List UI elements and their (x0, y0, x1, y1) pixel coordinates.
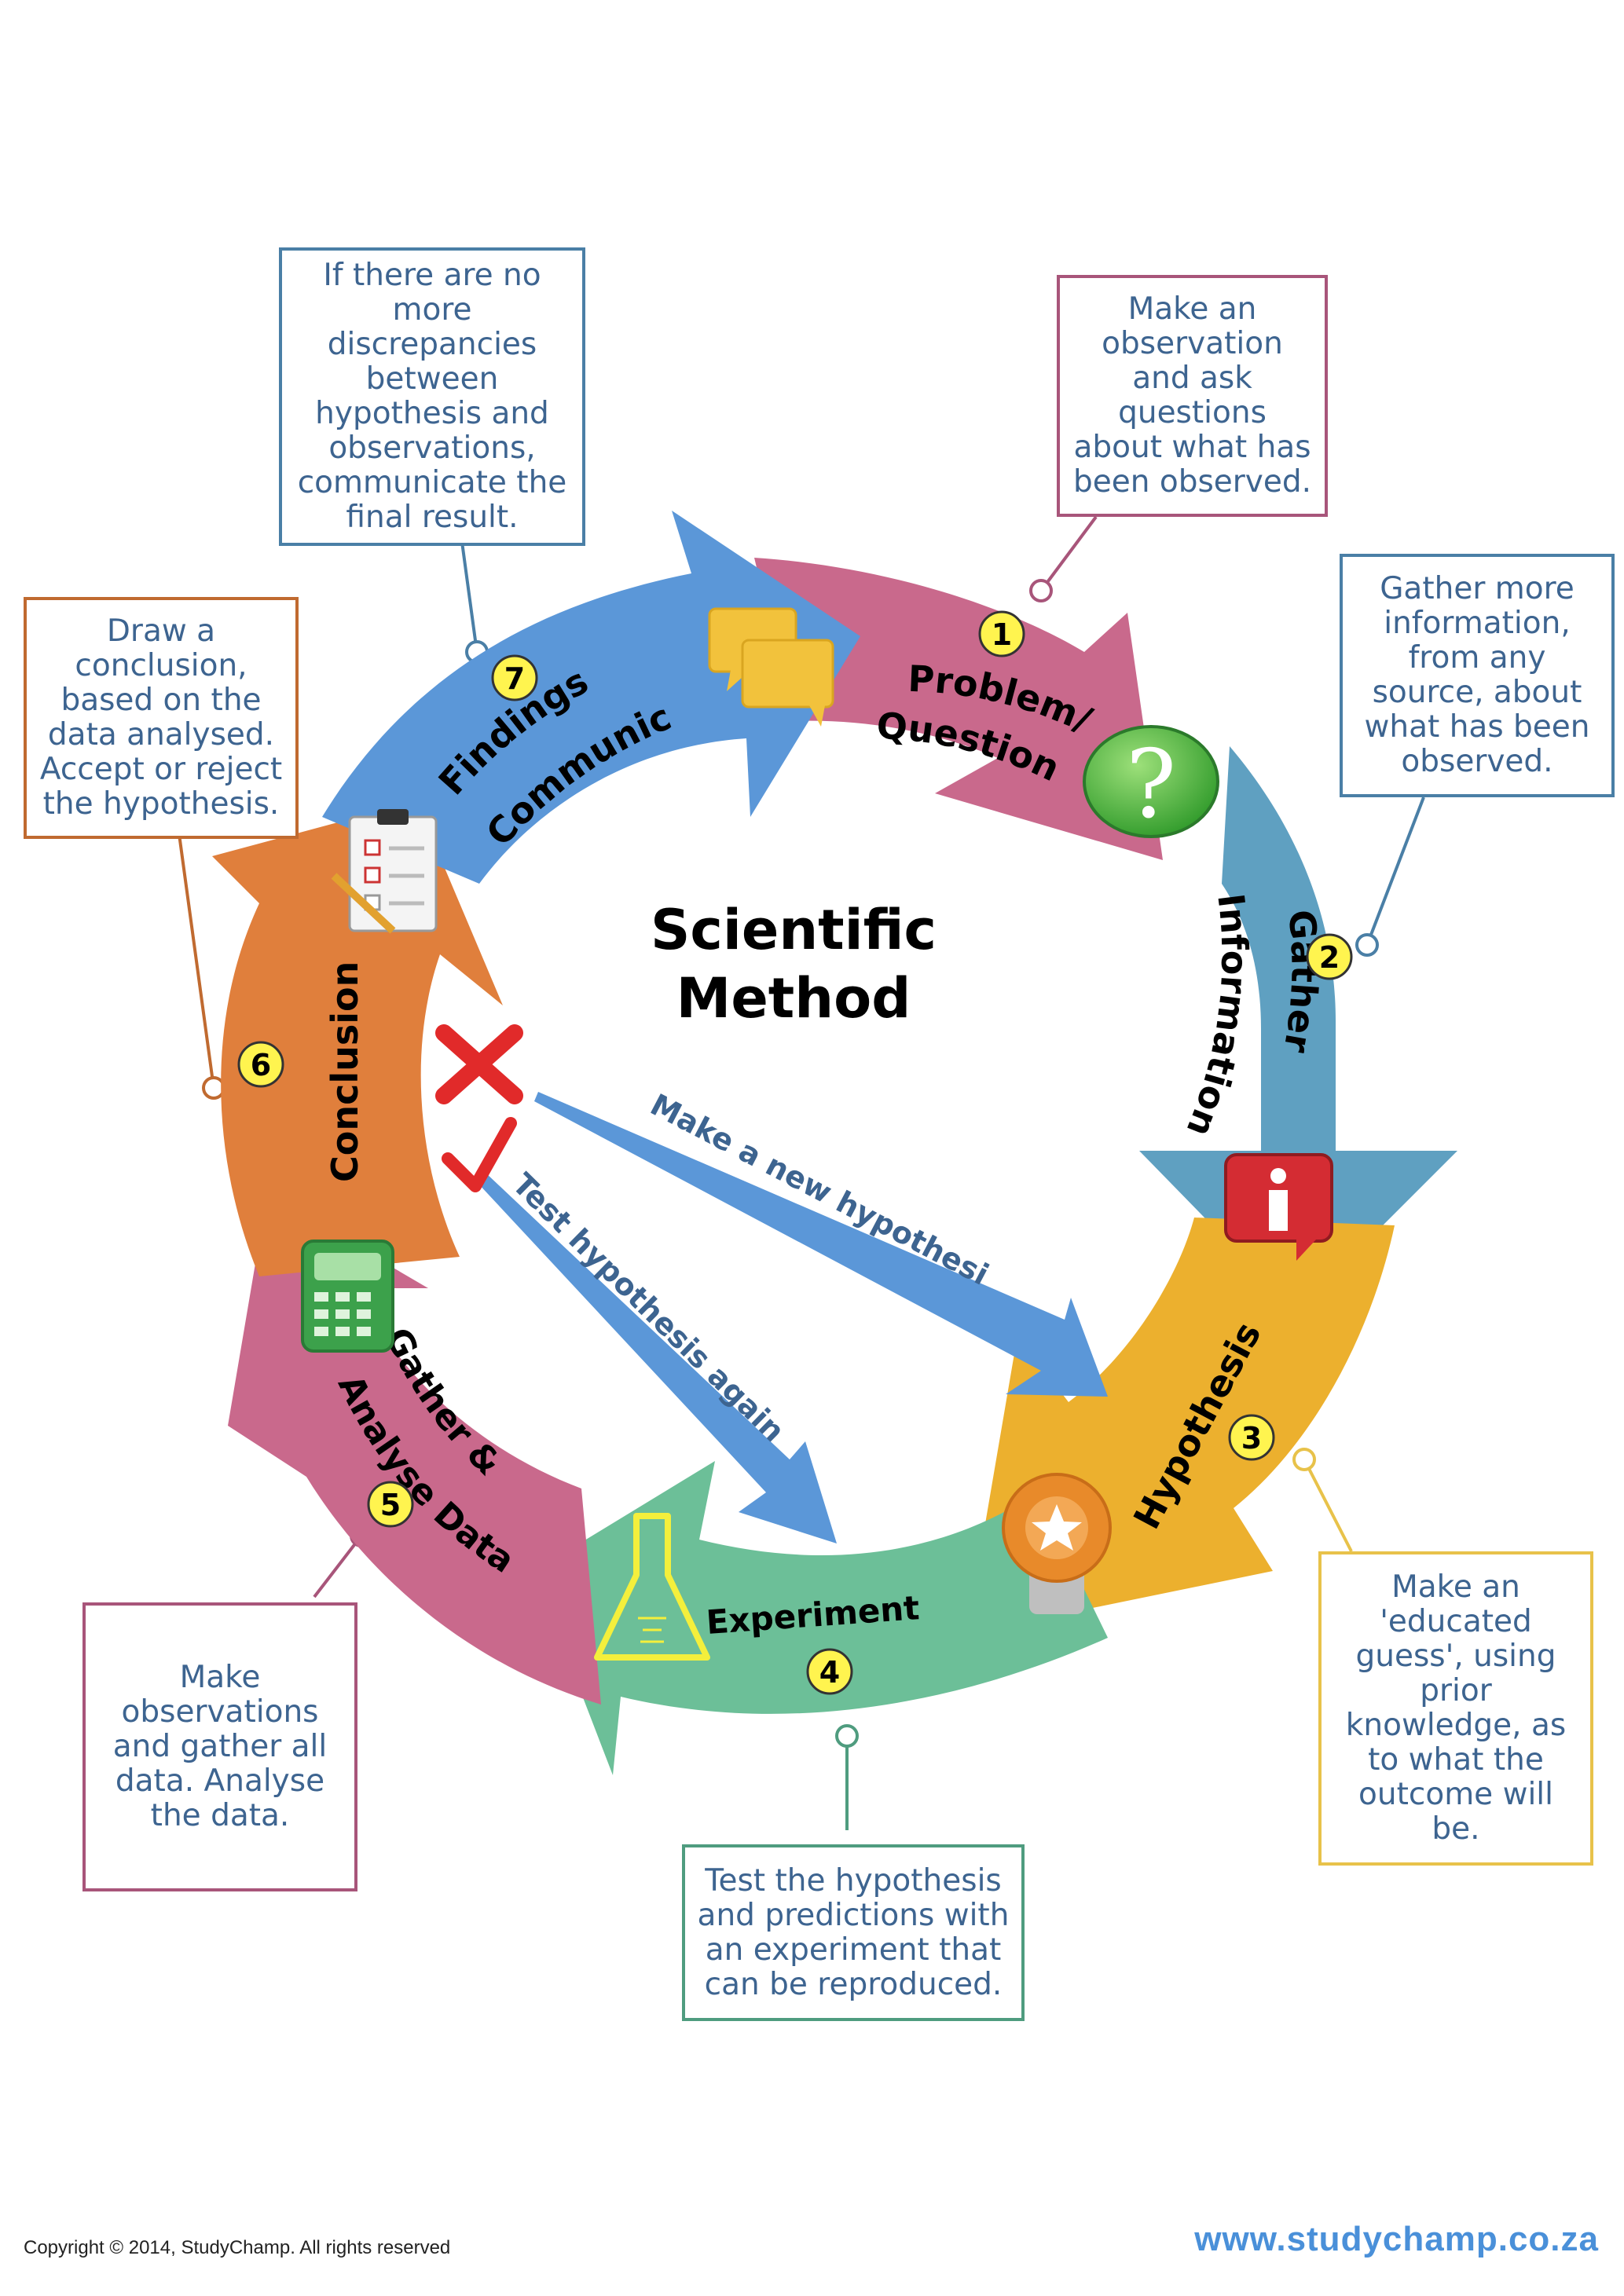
step-4-badge: 4 (806, 1648, 853, 1695)
note-hypothesis: Make an 'educated guess', using prior kn… (1318, 1551, 1593, 1866)
step-1-badge: 1 (978, 610, 1025, 657)
arrow-make-new-hypothesis (534, 1092, 1108, 1397)
svg-text:6: 6 (251, 1048, 271, 1082)
step-2-label: Gather (1275, 908, 1325, 1056)
svg-text:5: 5 (380, 1488, 401, 1522)
decision-arrows (478, 1092, 1108, 1543)
svg-text:?: ? (1126, 731, 1176, 840)
connector-dot (202, 1076, 225, 1100)
connector-dot (835, 1724, 859, 1748)
title-line-2: Method (676, 966, 911, 1031)
arrow-gather-information (1139, 746, 1457, 1312)
arrow-problem-question (754, 558, 1163, 860)
connector-dot (1029, 579, 1053, 602)
cross-icon (435, 1024, 523, 1104)
step-7-badge: 7 (491, 654, 538, 701)
clipboard-icon (331, 809, 438, 934)
connector-dot (1292, 1448, 1316, 1471)
question-mark-icon: ? (1083, 725, 1219, 840)
light-bulb-icon (1002, 1473, 1112, 1614)
note-gather-analyse-data: Make observations and gather all data. A… (82, 1602, 357, 1891)
website-link[interactable]: www.studychamp.co.za (1194, 2220, 1599, 2258)
calculator-icon (301, 1240, 394, 1353)
note-experiment: Test the hypothesis and predictions with… (682, 1844, 1025, 2021)
arrow-communicate-findings (322, 511, 860, 884)
step-2-badge: 2 (1306, 933, 1353, 980)
flask-icon (594, 1513, 710, 1661)
step-3-badge: 3 (1228, 1414, 1275, 1461)
copyright-text: Copyright © 2014, StudyChamp. All rights… (24, 2237, 451, 2258)
speech-bubbles-icon (708, 607, 834, 727)
connector-dot (1355, 933, 1379, 957)
svg-text:1: 1 (992, 617, 1012, 652)
cycle-arrows (212, 511, 1457, 1775)
note-communicate-findings: If there are no more discrepancies betwe… (279, 247, 585, 546)
information-icon (1224, 1153, 1333, 1261)
step-6-badge: 6 (237, 1041, 284, 1088)
step-2-label-line2: Information (1179, 892, 1256, 1143)
check-icon (442, 1117, 517, 1192)
note-problem-question: Make an observation and ask questions ab… (1057, 275, 1328, 517)
svg-text:3: 3 (1241, 1421, 1262, 1456)
step-5-badge: 5 (367, 1481, 414, 1528)
title-line-1: Scientific (651, 898, 937, 962)
arrow-experiment (534, 1461, 1108, 1775)
note-conclusion: Draw a conclusion, based on the data ana… (24, 597, 299, 839)
svg-text:7: 7 (504, 661, 525, 696)
svg-text:4: 4 (819, 1655, 840, 1690)
arrow-test-hypothesis-again (478, 1173, 837, 1543)
svg-text:2: 2 (1319, 940, 1340, 975)
step-6-label: Conclusion (324, 961, 366, 1182)
note-gather-information: Gather more information, from any source… (1340, 554, 1615, 797)
